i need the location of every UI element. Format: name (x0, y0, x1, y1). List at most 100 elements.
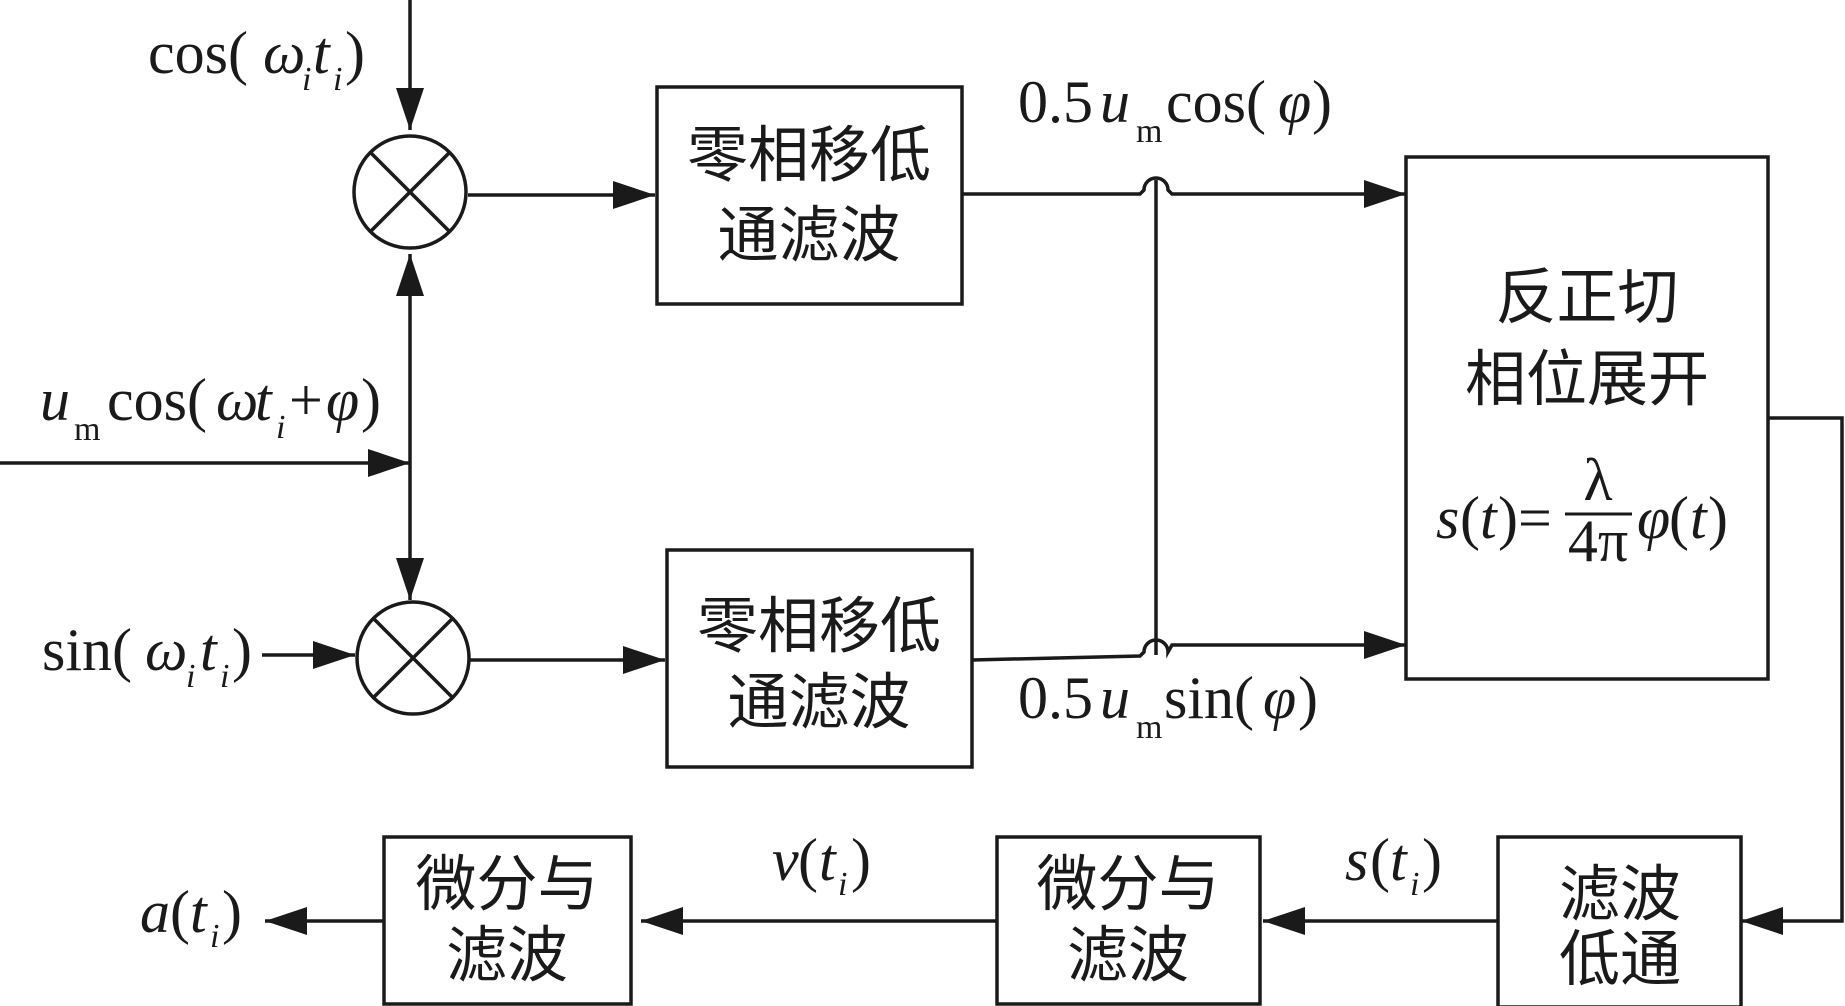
v-t-v: v (772, 827, 799, 893)
arrow-into-arctan-top (1364, 180, 1406, 208)
block-lpf-bottom: 零相移低 通滤波 (665, 548, 974, 769)
wire-q-channel (971, 638, 1406, 662)
s-t-open: ( (1370, 827, 1390, 893)
block-lpf-top: 零相移低 通滤波 (655, 85, 964, 306)
block-lpf-top-line2: 通滤波 (717, 200, 900, 271)
block-diff-left-line2: 滤波 (446, 920, 568, 991)
block-lpf-bottom-line2: 通滤波 (727, 667, 910, 738)
label-input: u m cos( ω t i + φ ) (40, 367, 381, 448)
q-fn: sin( (1164, 665, 1254, 731)
block-diff-right-line1: 微分与 (1036, 849, 1219, 920)
formula-rhs-paren: ( (1669, 485, 1689, 551)
input-phi: φ (326, 367, 359, 433)
block-lowpass-line2: 低通 (1559, 924, 1681, 995)
arrow-into-diff-left (641, 907, 683, 935)
i-close: ) (1312, 69, 1332, 135)
label-v-t: v ( t i ) (772, 827, 871, 903)
block-lowpass-line1: 滤波 (1559, 859, 1681, 930)
formula-phase-to-displacement: s ( t ) = λ 4π φ ( t ) (1436, 447, 1728, 574)
arrow-input (368, 449, 410, 477)
mixer-top (352, 134, 468, 250)
input-w: ω (216, 367, 258, 433)
label-q-channel: 0.5 u m sin( φ ) (1018, 665, 1318, 746)
s-t-s: s (1345, 827, 1368, 893)
a-t-sub: i (210, 918, 219, 955)
v-t-sub: i (838, 866, 847, 903)
cos-ref-fn: cos( (148, 20, 248, 86)
sin-ref-fn: sin( (42, 617, 132, 683)
a-t-t: t (190, 879, 208, 945)
cos-ref-sub2: i (333, 61, 342, 98)
label-s-t: s ( t i ) (1345, 827, 1442, 903)
block-arctan-line1: 反正切 (1495, 262, 1678, 333)
input-u: u (40, 367, 70, 433)
label-sin-ref: sin( ω i t i ) (42, 617, 252, 695)
label-cos-ref: cos( ω i t i ) (148, 20, 365, 98)
arrow-into-lpf-bottom (623, 646, 665, 674)
sin-ref-t: t (200, 617, 218, 683)
block-diff-left-line1: 微分与 (415, 849, 598, 920)
block-lpf-bottom-line1: 零相移低 (697, 591, 941, 662)
v-t-t: t (819, 827, 837, 893)
cos-ref-var: ω (263, 20, 305, 86)
cos-ref-close: ) (345, 20, 365, 86)
formula-eq: = (1518, 485, 1552, 551)
block-arctan: 反正切 相位展开 s ( t ) = λ 4π φ ( t ) (1404, 155, 1770, 681)
input-u-sub: m (74, 411, 100, 448)
formula-rhs-phi: φ (1637, 485, 1670, 551)
sin-ref-sub2: i (220, 658, 229, 695)
q-phi: φ (1263, 665, 1296, 731)
arrow-into-lowpass (1741, 907, 1783, 935)
block-lowpass: 滤波 低通 (1496, 835, 1743, 1006)
formula-lhs-s: s (1436, 485, 1459, 551)
a-t-open: ( (170, 879, 190, 945)
arrow-down-into-mixer-bottom (396, 558, 424, 600)
input-close: ) (361, 367, 381, 433)
formula-lhs-t: t (1480, 485, 1498, 551)
input-pre: cos( (107, 367, 207, 433)
formula-lhs-paren: ( (1460, 485, 1480, 551)
formula-lhs-close: ) (1498, 485, 1518, 551)
formula-rhs-close: ) (1708, 485, 1728, 551)
a-t-a: a (140, 879, 170, 945)
sin-ref-close: ) (232, 617, 252, 683)
arrow-into-lpf-top (613, 181, 655, 209)
i-u: u (1100, 69, 1130, 135)
formula-denominator: 4π (1568, 508, 1628, 574)
block-lpf-top-line1: 零相移低 (687, 120, 931, 191)
arrow-into-diff-right (1263, 907, 1305, 935)
input-t: t (255, 367, 273, 433)
sin-ref-var: ω (145, 617, 187, 683)
block-diff-left: 微分与 滤波 (382, 835, 633, 1006)
sin-ref-sub1: i (186, 658, 195, 695)
block-arctan-line2: 相位展开 (1465, 344, 1709, 415)
input-t-sub: i (276, 409, 285, 446)
a-t-close: ) (222, 879, 242, 945)
block-diff-right-line2: 滤波 (1067, 920, 1189, 991)
q-u: u (1100, 665, 1130, 731)
label-i-channel: 0.5 u m cos( φ ) (1018, 69, 1332, 150)
v-t-close: ) (851, 827, 871, 893)
arrow-up-into-mixer-top (396, 254, 424, 296)
mixer-bottom (355, 600, 471, 716)
formula-rhs-t: t (1690, 485, 1708, 551)
s-t-t: t (1390, 827, 1408, 893)
wires (0, 0, 1844, 923)
s-t-close: ) (1422, 827, 1442, 893)
arrow-into-mixer-top (396, 88, 424, 130)
arrowheads (265, 88, 1783, 935)
arrow-into-arctan-bottom (1364, 631, 1406, 659)
i-coef: 0.5 (1018, 69, 1093, 135)
arrow-output (265, 907, 307, 935)
arrow-sin-ref (313, 641, 355, 669)
q-close: ) (1298, 665, 1318, 731)
q-coef: 0.5 (1018, 665, 1093, 731)
wire-i-channel (962, 176, 1406, 196)
q-u-sub: m (1136, 709, 1162, 746)
wire-arctan-to-lowpass (1741, 416, 1844, 923)
i-fn: cos( (1166, 69, 1266, 135)
block-diff-right: 微分与 滤波 (995, 835, 1262, 1006)
i-u-sub: m (1136, 113, 1162, 150)
i-phi: φ (1278, 69, 1311, 135)
